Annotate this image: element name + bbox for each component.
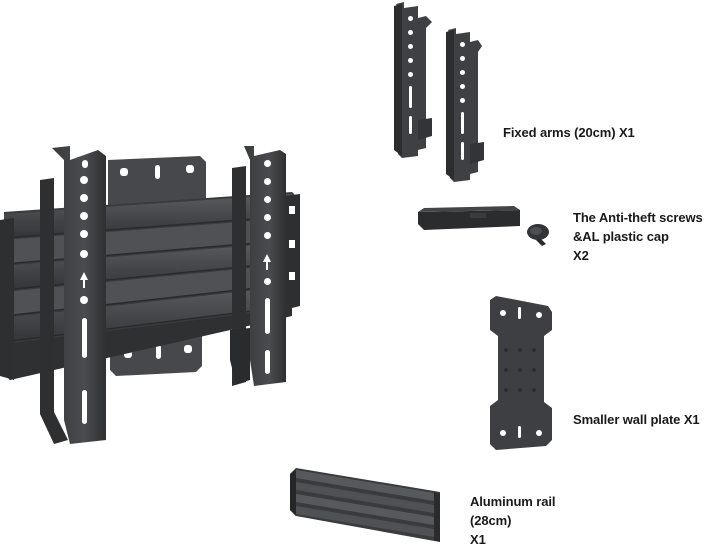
screws-label-line-3: X2 [573,248,589,263]
fixed-arm-1 [394,2,432,158]
rail-label-line-2: (28cm) [470,513,512,528]
assembled-arm-left [40,146,106,444]
anti-theft-screw [527,224,549,246]
aluminum-rail [290,468,440,542]
fixed-arms-label: Fixed arms (20cm) X1 [503,123,635,142]
screws-label: The Anti-theft screws &AL plastic cap X2 [573,208,703,265]
assembled-wall-plate-top [108,156,206,206]
assembled-arm-right [230,146,286,386]
fixed-arms [394,2,484,182]
fixed-arm-2 [446,28,484,182]
screws-label-line-2: &AL plastic cap [573,229,669,244]
assembled-mount [0,146,300,444]
wall-plate-label-text: Smaller wall plate X1 [573,412,700,427]
fixed-arms-label-text: Fixed arms (20cm) X1 [503,125,635,140]
rail-label-line-3: X1 [470,532,486,547]
screws-label-line-1: The Anti-theft screws [573,210,703,225]
rail-label: Aluminum rail (28cm) X1 [470,492,555,549]
plastic-cap [418,206,520,230]
rail-label-line-1: Aluminum rail [470,494,556,509]
wall-plate-label: Smaller wall plate X1 [573,410,700,429]
smaller-wall-plate [490,296,552,450]
